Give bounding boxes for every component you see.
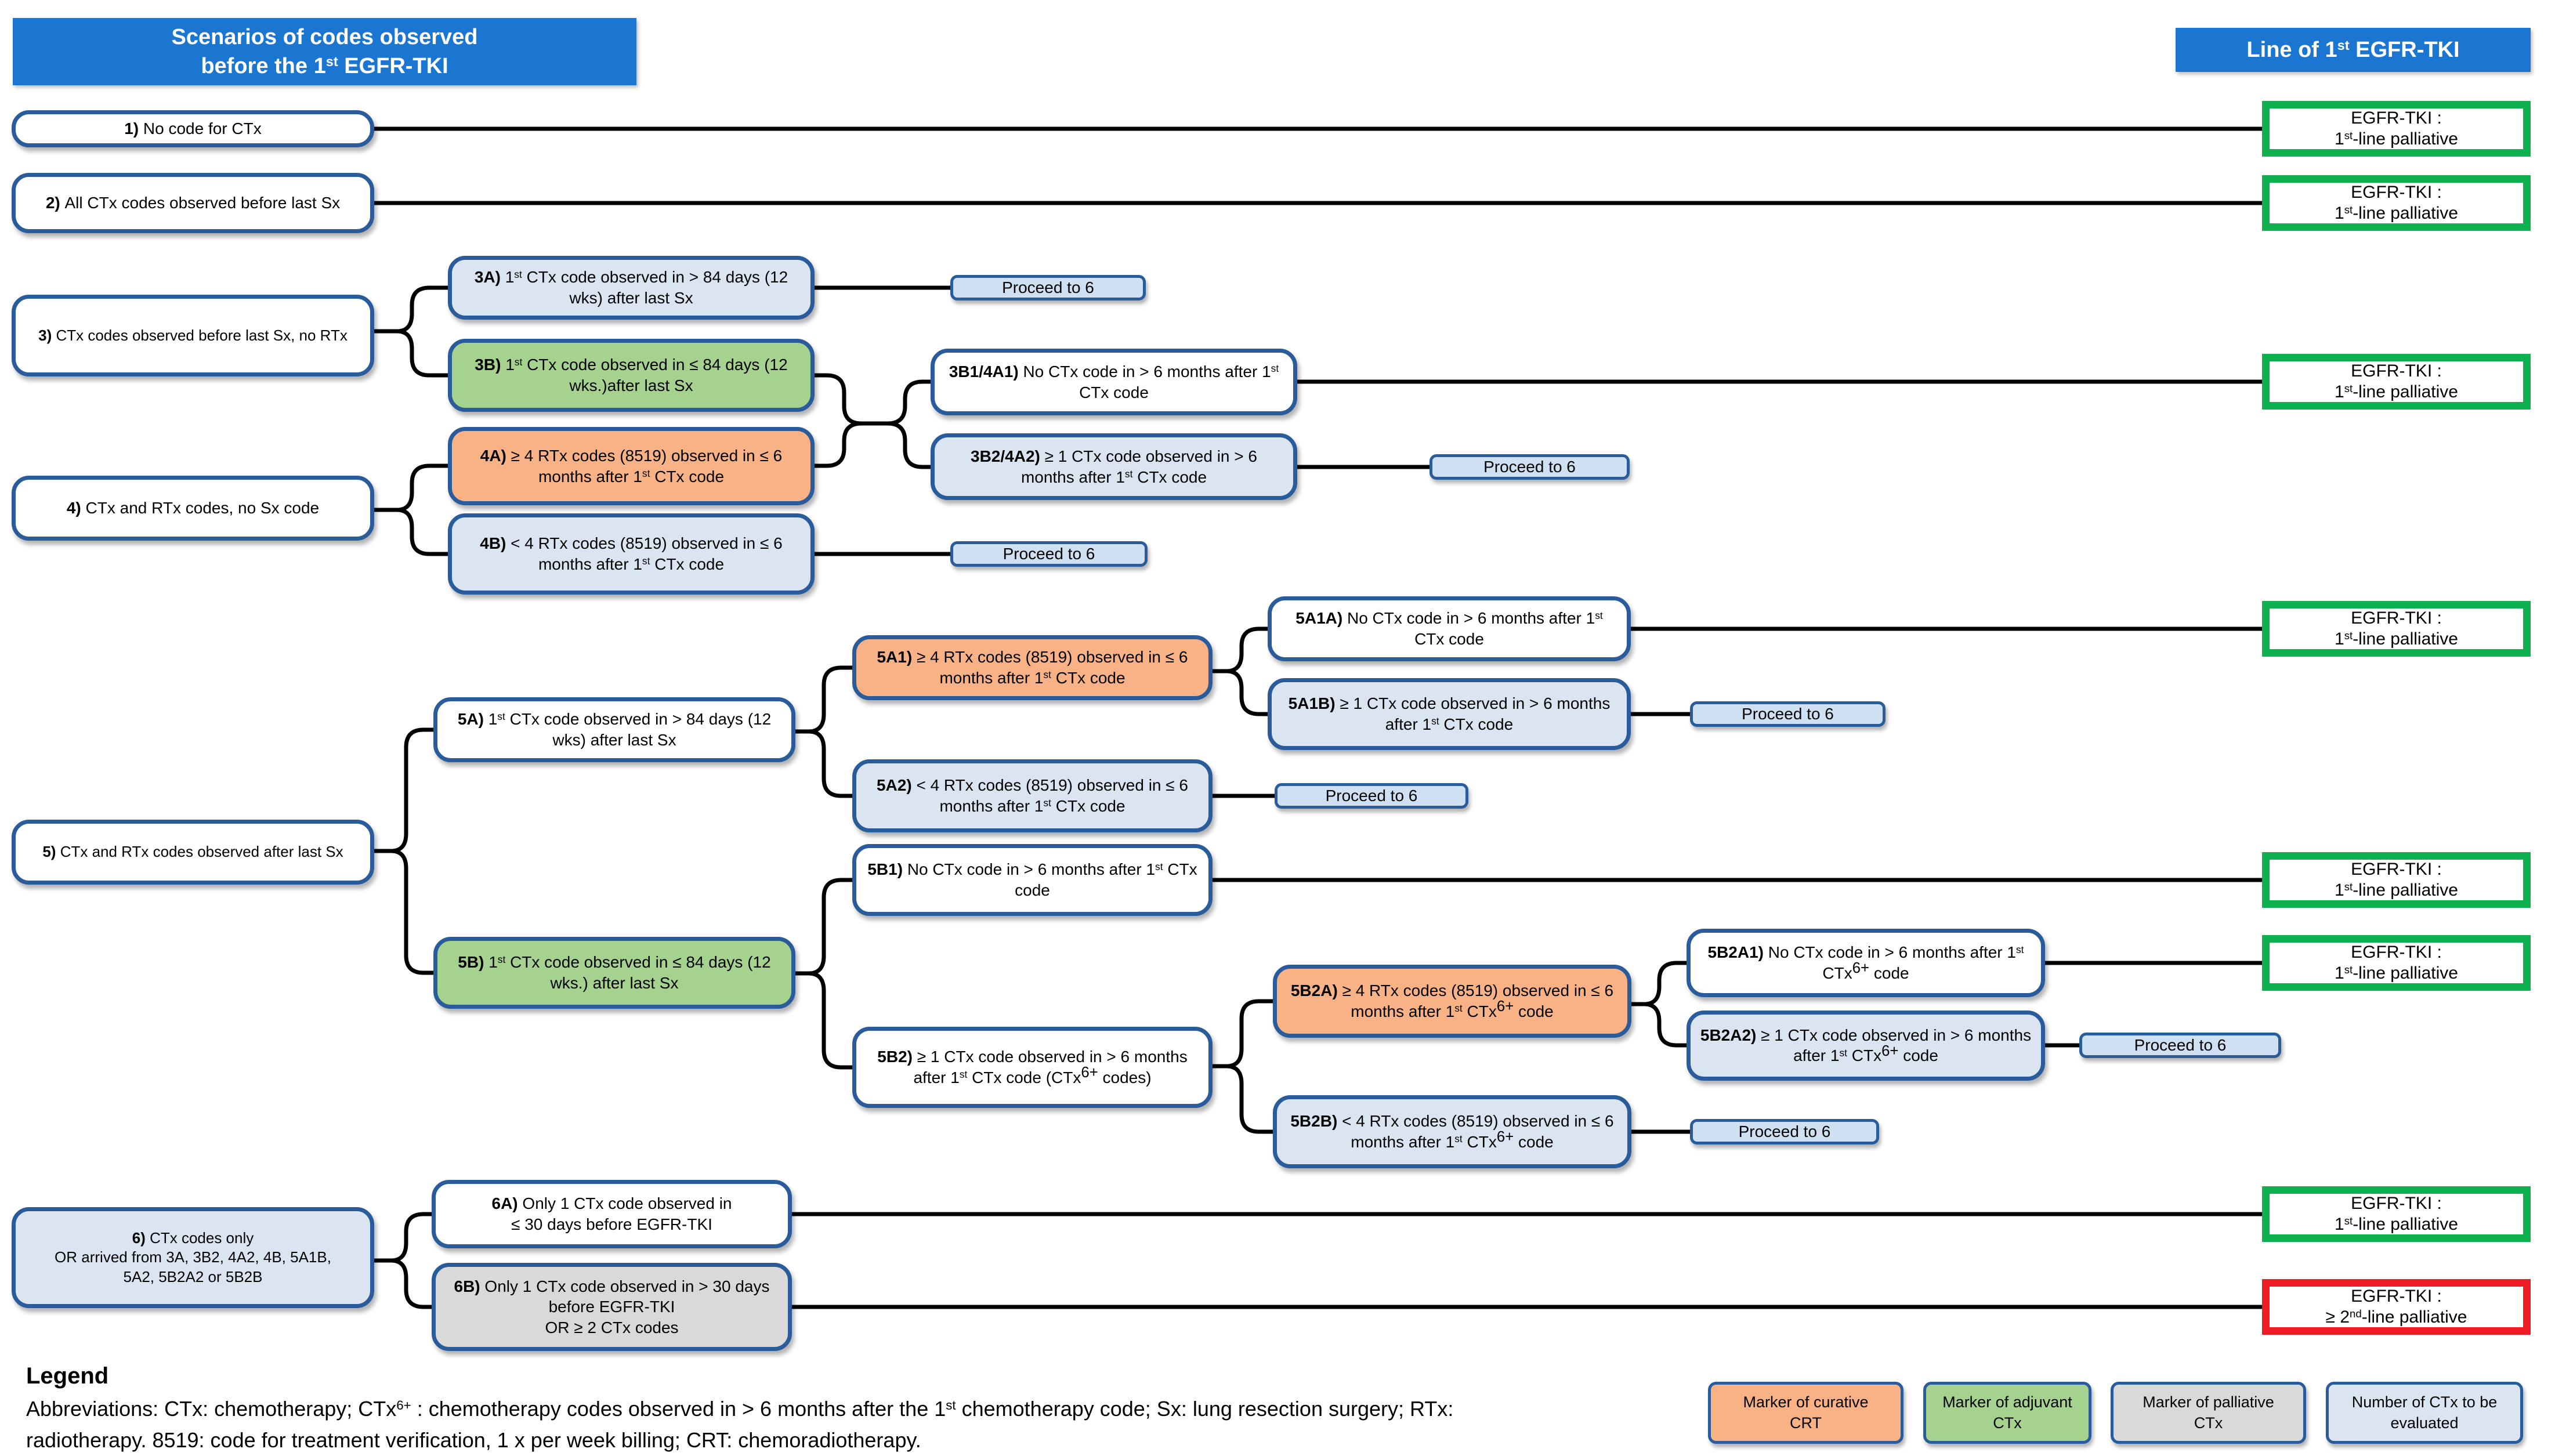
outcome-1st-line-palliative-2: EGFR-TKI :1st-line palliative: [2262, 175, 2531, 231]
outcome-2nd-line-palliative: EGFR-TKI :≥ 2nd-line palliative: [2262, 1279, 2531, 1335]
outcome-1st-line-palliative-7: EGFR-TKI :1st-line palliative: [2262, 1186, 2531, 1242]
node-3b-label: 3B) 1st CTx code observed in ≤ 84 days (…: [475, 356, 788, 394]
node-5b2a1: 5B2A1) No CTx code in > 6 months after 1…: [1687, 929, 2045, 997]
node-5b2-label: 5B2) ≥ 1 CTx code observed in > 6 months…: [877, 1048, 1188, 1086]
outcome-label: EGFR-TKI :1st-line palliative: [2335, 1194, 2458, 1234]
node-2: 2) All CTx codes observed before last Sx: [12, 173, 374, 233]
node-3b2-4a2: 3B2/4A2) ≥ 1 CTx code observed in > 6 mo…: [931, 433, 1297, 500]
node-4b-label: 4B) < 4 RTx codes (8519) observed in ≤ 6…: [480, 534, 783, 573]
node-5b-label: 5B) 1st CTx code observed in ≤ 84 days (…: [458, 953, 771, 992]
node-3b1-4a1: 3B1/4A1) No CTx code in > 6 months after…: [931, 349, 1297, 415]
node-2-label: 2) All CTx codes observed before last Sx: [45, 194, 341, 212]
node-5a2: 5A2) < 4 RTx codes (8519) observed in ≤ …: [852, 759, 1213, 832]
outcome-label: EGFR-TKI :1st-line palliative: [2335, 860, 2458, 900]
node-5b2a2: 5B2A2) ≥ 1 CTx code observed in > 6 mont…: [1687, 1010, 2045, 1081]
node-4: 4) CTx and RTx codes, no Sx code: [12, 476, 374, 541]
node-5b1-label: 5B1) No CTx code in > 6 months after 1st…: [867, 860, 1197, 899]
node-5b2a-label: 5B2A) ≥ 4 RTx codes (8519) observed in ≤…: [1290, 981, 1614, 1020]
node-6a: 6A) Only 1 CTx code observed in≤ 30 days…: [432, 1180, 792, 1248]
outcome-label: EGFR-TKI :1st-line palliative: [2335, 183, 2458, 223]
proceed-label: Proceed to 6: [1483, 458, 1576, 476]
node-4-label: 4) CTx and RTx codes, no Sx code: [66, 499, 320, 517]
proceed-label: Proceed to 6: [1325, 787, 1418, 805]
node-5a1: 5A1) ≥ 4 RTx codes (8519) observed in ≤ …: [852, 635, 1213, 700]
outcome-label: EGFR-TKI :≥ 2nd-line palliative: [2325, 1287, 2467, 1327]
node-3a-label: 3A) 1st CTx code observed in > 84 days (…: [474, 268, 788, 307]
proceed-to-6-after-4b: Proceed to 6: [950, 541, 1148, 567]
outcome-label: EGFR-TKI :1st-line palliative: [2335, 361, 2458, 401]
proceed-label: Proceed to 6: [1002, 278, 1094, 296]
proceed-label: Proceed to 6: [1742, 705, 1834, 723]
outcome-label: EGFR-TKI :1st-line palliative: [2335, 943, 2458, 983]
legend-abbreviations-text: Abbreviations: CTx: chemotherapy; CTx6+ …: [26, 1397, 1454, 1452]
node-5b2a1-label: 5B2A1) No CTx code in > 6 months after 1…: [1707, 943, 2024, 982]
node-3b2-4a2-label: 3B2/4A2) ≥ 1 CTx code observed in > 6 mo…: [971, 447, 1257, 486]
node-5a1b: 5A1B) ≥ 1 CTx code observed in > 6 month…: [1268, 678, 1631, 750]
proceed-to-6-after-5a2: Proceed to 6: [1275, 783, 1468, 809]
node-6b: 6B) Only 1 CTx code observed in > 30 day…: [432, 1263, 792, 1351]
node-5a1-label: 5A1) ≥ 4 RTx codes (8519) observed in ≤ …: [877, 648, 1188, 687]
node-1: 1) No code for CTx: [12, 110, 374, 147]
proceed-to-6-after-3b2-4a2: Proceed to 6: [1430, 454, 1630, 480]
proceed-to-6-after-5b2a2: Proceed to 6: [2079, 1033, 2281, 1058]
outcome-label: EGFR-TKI :1st-line palliative: [2335, 609, 2458, 649]
node-3a: 3A) 1st CTx code observed in > 84 days (…: [448, 256, 815, 320]
node-5a: 5A) 1st CTx code observed in > 84 days (…: [433, 697, 795, 762]
node-5a-label: 5A) 1st CTx code observed in > 84 days (…: [457, 710, 772, 749]
outcome-1st-line-palliative-5: EGFR-TKI :1st-line palliative: [2262, 852, 2531, 908]
proceed-label: Proceed to 6: [2134, 1036, 2227, 1054]
node-5a1a: 5A1A) No CTx code in > 6 months after 1s…: [1268, 596, 1631, 661]
legend-title: Legend: [26, 1363, 109, 1389]
node-5b2: 5B2) ≥ 1 CTx code observed in > 6 months…: [852, 1027, 1213, 1108]
node-3: 3) CTx codes observed before last Sx, no…: [12, 295, 374, 376]
node-5b2b-label: 5B2B) < 4 RTx codes (8519) observed in ≤…: [1290, 1112, 1614, 1151]
node-5b1: 5B1) No CTx code in > 6 months after 1st…: [852, 844, 1213, 916]
node-3b1-4a1-label: 3B1/4A1) No CTx code in > 6 months after…: [949, 362, 1279, 401]
header-line-of-egfr-tki: Line of 1st EGFR-TKI: [2176, 28, 2531, 72]
node-4b: 4B) < 4 RTx codes (8519) observed in ≤ 6…: [448, 513, 815, 595]
proceed-to-6-after-5a1b: Proceed to 6: [1690, 701, 1886, 727]
node-3b: 3B) 1st CTx code observed in ≤ 84 days (…: [448, 339, 815, 412]
proceed-label: Proceed to 6: [1738, 1122, 1831, 1140]
node-5: 5) CTx and RTx codes observed after last…: [12, 820, 374, 885]
outcome-label: EGFR-TKI :1st-line palliative: [2335, 108, 2458, 149]
node-5a2-label: 5A2) < 4 RTx codes (8519) observed in ≤ …: [876, 776, 1189, 815]
node-5a1a-label: 5A1A) No CTx code in > 6 months after 1s…: [1295, 609, 1603, 648]
node-1-label: 1) No code for CTx: [124, 119, 262, 138]
node-6b-label: 6B) Only 1 CTx code observed in > 30 day…: [454, 1277, 770, 1337]
proceed-label: Proceed to 6: [1003, 545, 1095, 563]
proceed-to-6-after-3a: Proceed to 6: [950, 275, 1146, 300]
outcome-1st-line-palliative-1: EGFR-TKI :1st-line palliative: [2262, 101, 2531, 157]
node-3-label: 3) CTx codes observed before last Sx, no…: [38, 326, 348, 344]
node-5b: 5B) 1st CTx code observed in ≤ 84 days (…: [433, 937, 795, 1009]
node-5-label: 5) CTx and RTx codes observed after last…: [42, 843, 343, 861]
node-5a1b-label: 5A1B) ≥ 1 CTx code observed in > 6 month…: [1288, 694, 1611, 733]
node-6a-label: 6A) Only 1 CTx code observed in≤ 30 days…: [491, 1194, 732, 1233]
legend-abbreviations: Abbreviations: CTx: chemotherapy; CTx6+ …: [26, 1393, 1703, 1456]
node-5b2a: 5B2A) ≥ 4 RTx codes (8519) observed in ≤…: [1273, 965, 1631, 1038]
node-5b2a2-label: 5B2A2) ≥ 1 CTx code observed in > 6 mont…: [1700, 1026, 2032, 1065]
proceed-to-6-after-5b2b: Proceed to 6: [1690, 1119, 1879, 1144]
node-4a-label: 4A) ≥ 4 RTx codes (8519) observed in ≤ 6…: [480, 446, 783, 486]
outcome-1st-line-palliative-4: EGFR-TKI :1st-line palliative: [2262, 601, 2531, 657]
node-4a: 4A) ≥ 4 RTx codes (8519) observed in ≤ 6…: [448, 427, 815, 505]
header-line-label: Line of 1st EGFR-TKI: [2246, 37, 2460, 62]
outcome-1st-line-palliative-3: EGFR-TKI :1st-line palliative: [2262, 354, 2531, 410]
outcome-1st-line-palliative-6: EGFR-TKI :1st-line palliative: [2262, 935, 2531, 991]
node-5b2b: 5B2B) < 4 RTx codes (8519) observed in ≤…: [1273, 1095, 1631, 1168]
